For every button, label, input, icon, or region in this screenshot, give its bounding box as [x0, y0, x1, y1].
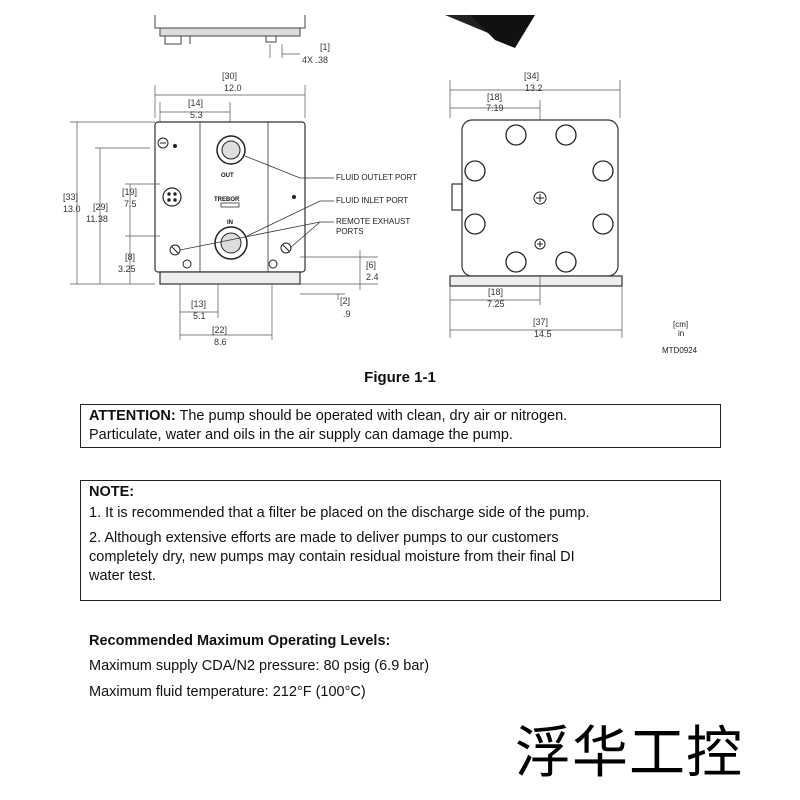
dim-34-cm: [34] [524, 71, 539, 81]
vent-dot [292, 195, 296, 199]
callout-leaders [179, 155, 334, 251]
brand-slot [220, 202, 240, 208]
note-item-2-line-1: 2. Although extensive efforts are made t… [89, 530, 559, 546]
dim-18a-cm: [18] [487, 92, 502, 102]
dim-13-cm: [13] [191, 299, 206, 309]
attention-text-2: Particulate, water and oils in the air s… [89, 427, 513, 443]
dim-6-in: 2.4 [366, 272, 379, 282]
note-item-1: 1. It is recommended that a filter be pl… [89, 505, 590, 521]
callout-exhaust: REMOTE EXHAUST [336, 217, 410, 226]
dim-33-cm: [33] [63, 192, 78, 202]
dim-37-cm: [37] [533, 317, 548, 327]
dim-30 [154, 85, 306, 118]
figure-caption: Figure 1-1 [364, 369, 436, 386]
dim-1-cm: [1] [320, 42, 330, 52]
callout-outlet: FLUID OUTLET PORT [336, 173, 417, 182]
exhaust-port-right [280, 242, 292, 254]
callout-ports: PORTS [336, 227, 363, 236]
dim-30-cm: [30] [222, 71, 237, 81]
dim-1-in: 4X .38 [302, 55, 328, 65]
dim-8-cm: [8] [125, 252, 135, 262]
right-dims [300, 250, 378, 300]
note-label: NOTE: [89, 484, 135, 500]
out-label: OUT [221, 173, 234, 179]
pump-front-body [154, 121, 306, 285]
dim-18b-cm: [18] [488, 287, 503, 297]
attention-label: ATTENTION: [89, 408, 176, 424]
attention-box: ATTENTION: The pump should be operated w… [80, 404, 721, 448]
units-cm: [cm] [673, 320, 688, 329]
dim-22-in: 8.6 [214, 337, 227, 347]
dim-29-cm: [29] [93, 202, 108, 212]
side-center-screws [533, 191, 547, 250]
dim-2-in: .9 [343, 309, 351, 319]
dim-29-in: 11.38 [86, 214, 108, 224]
dim-19-in: 7.5 [124, 199, 137, 209]
bottom-screws [182, 259, 278, 269]
dim-37-in: 14.5 [534, 329, 552, 339]
levels-pressure: Maximum supply CDA/N2 pressure: 80 psig … [89, 658, 430, 674]
front-top-view [154, 15, 306, 45]
callout-inlet: FLUID INLET PORT [336, 196, 408, 205]
note-item-2-line-3: water test. [89, 568, 156, 584]
inlet-port [214, 226, 248, 260]
attention-text-1: The pump should be operated with clean, … [175, 408, 568, 424]
left-fitting [162, 187, 182, 207]
left-dims [70, 121, 160, 285]
dim-22-cm: [22] [212, 325, 227, 335]
attention-line-1: ATTENTION: The pump should be operated w… [89, 407, 712, 426]
top-left-screw [157, 137, 177, 149]
dim-14 [159, 102, 231, 125]
watermark-text: 浮华工控 [515, 721, 743, 786]
dim-18b-in: 7.25 [487, 299, 505, 309]
brand-label: TREBOR [214, 197, 240, 203]
dim-13-in: 5.1 [193, 311, 206, 321]
dim-14-in: 5.3 [190, 110, 203, 120]
dim-8-in: 3.25 [118, 264, 136, 274]
side-bolts [464, 124, 614, 273]
units-in: in [678, 329, 684, 338]
side-bottom-dims [449, 276, 623, 338]
dim-30-in: 12.0 [224, 83, 242, 93]
dim-19-cm: [19] [122, 187, 137, 197]
note-box: NOTE: 1. It is recommended that a filter… [80, 480, 721, 601]
dim-1: [1] 4X .38 [269, 42, 330, 65]
dim-34-in: 13.2 [525, 83, 543, 93]
in-label: IN [227, 220, 233, 226]
dim-18a-in: 7.19 [486, 103, 504, 113]
levels-heading: Recommended Maximum Operating Levels: [89, 633, 391, 649]
technical-drawing: [1] 4X .38 [30] 12.0 [14] 5.3 OUT TREBOR… [63, 15, 698, 355]
bottom-dims [179, 284, 273, 340]
note-item-2-line-2: completely dry, new pumps may contain re… [89, 549, 575, 565]
dim-2-cm: [2] [340, 296, 350, 306]
dim-33-in: 13.0 [63, 204, 81, 214]
operating-levels: Recommended Maximum Operating Levels: Ma… [89, 633, 429, 710]
side-top-dims [449, 80, 621, 120]
outlet-port [216, 135, 246, 165]
side-top-view [445, 15, 535, 48]
drawing-id: MTD0924 [662, 346, 698, 355]
dim-6-cm: [6] [366, 260, 376, 270]
levels-temperature: Maximum fluid temperature: 212°F (100°C) [89, 684, 366, 700]
dim-14-cm: [14] [188, 98, 203, 108]
